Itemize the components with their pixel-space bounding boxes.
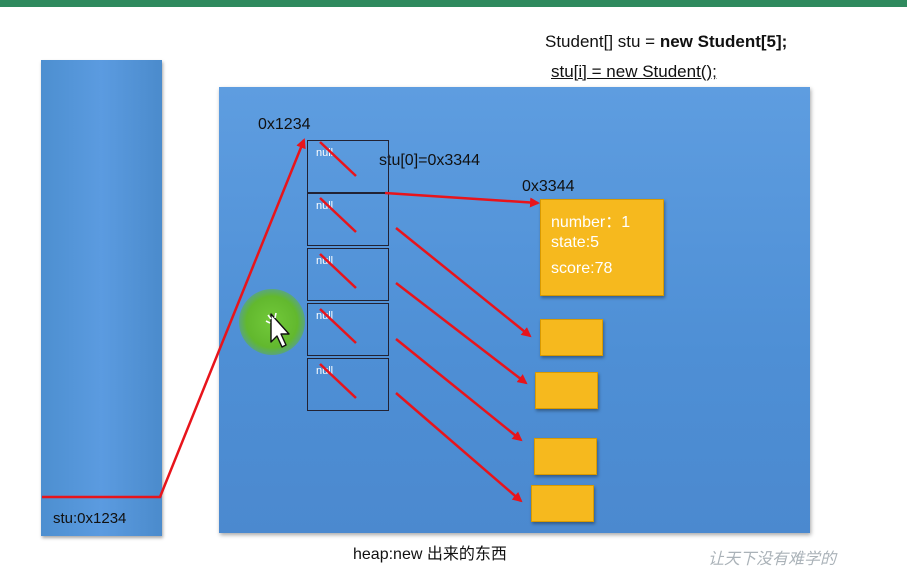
cell-slash-1 <box>319 197 357 233</box>
stack-variable-label: stu:0x1234 <box>53 510 127 527</box>
field-number: number：1 <box>551 214 631 231</box>
code-text: = new Student(); <box>586 62 717 81</box>
student-object: number：1 state:5 score:78 <box>540 199 664 296</box>
mouse-pointer-icon <box>265 312 290 348</box>
empty-object-box <box>535 372 598 409</box>
array-address-label: 0x1234 <box>258 116 311 133</box>
heap-caption: heap:new 出来的东西 <box>353 546 507 563</box>
cell-slash-0 <box>319 141 357 177</box>
watermark-text: 让天下没有难学的 <box>708 551 837 568</box>
array-cell-1: null <box>307 193 389 246</box>
object-address-label: 0x3344 <box>522 178 575 195</box>
cell-value: null <box>316 200 334 212</box>
field-state: state:5 <box>551 234 600 251</box>
pending-arrow-2 <box>395 282 528 385</box>
code-underlined-text: stu[i] <box>551 62 587 81</box>
empty-object-box <box>540 319 603 356</box>
top-accent-bar <box>0 0 907 7</box>
pending-arrow-1 <box>395 227 532 338</box>
code-line-array-declaration: Student[] stu = new Student[5]; <box>545 32 787 52</box>
field-score: score:78 <box>551 260 613 277</box>
pending-arrow-3 <box>395 338 523 442</box>
stack-memory-block <box>41 60 162 536</box>
assignment-label: stu[0]=0x3344 <box>379 152 480 169</box>
code-line-element-assignment: stu[i] = new Student(); <box>551 62 717 82</box>
empty-object-box <box>534 438 597 475</box>
code-keyword: new Student[5]; <box>659 32 788 51</box>
reference-arrow-stack-to-array <box>42 138 306 499</box>
cell-slash-3 <box>319 308 357 344</box>
reference-arrow-element0-to-object <box>384 191 540 208</box>
heap-memory-block <box>219 87 810 533</box>
empty-object-box <box>531 485 594 522</box>
cell-slash-4 <box>319 363 357 399</box>
code-text: Student[] stu = <box>545 32 660 51</box>
cell-slash-2 <box>319 253 357 289</box>
pending-arrow-4 <box>395 392 523 503</box>
